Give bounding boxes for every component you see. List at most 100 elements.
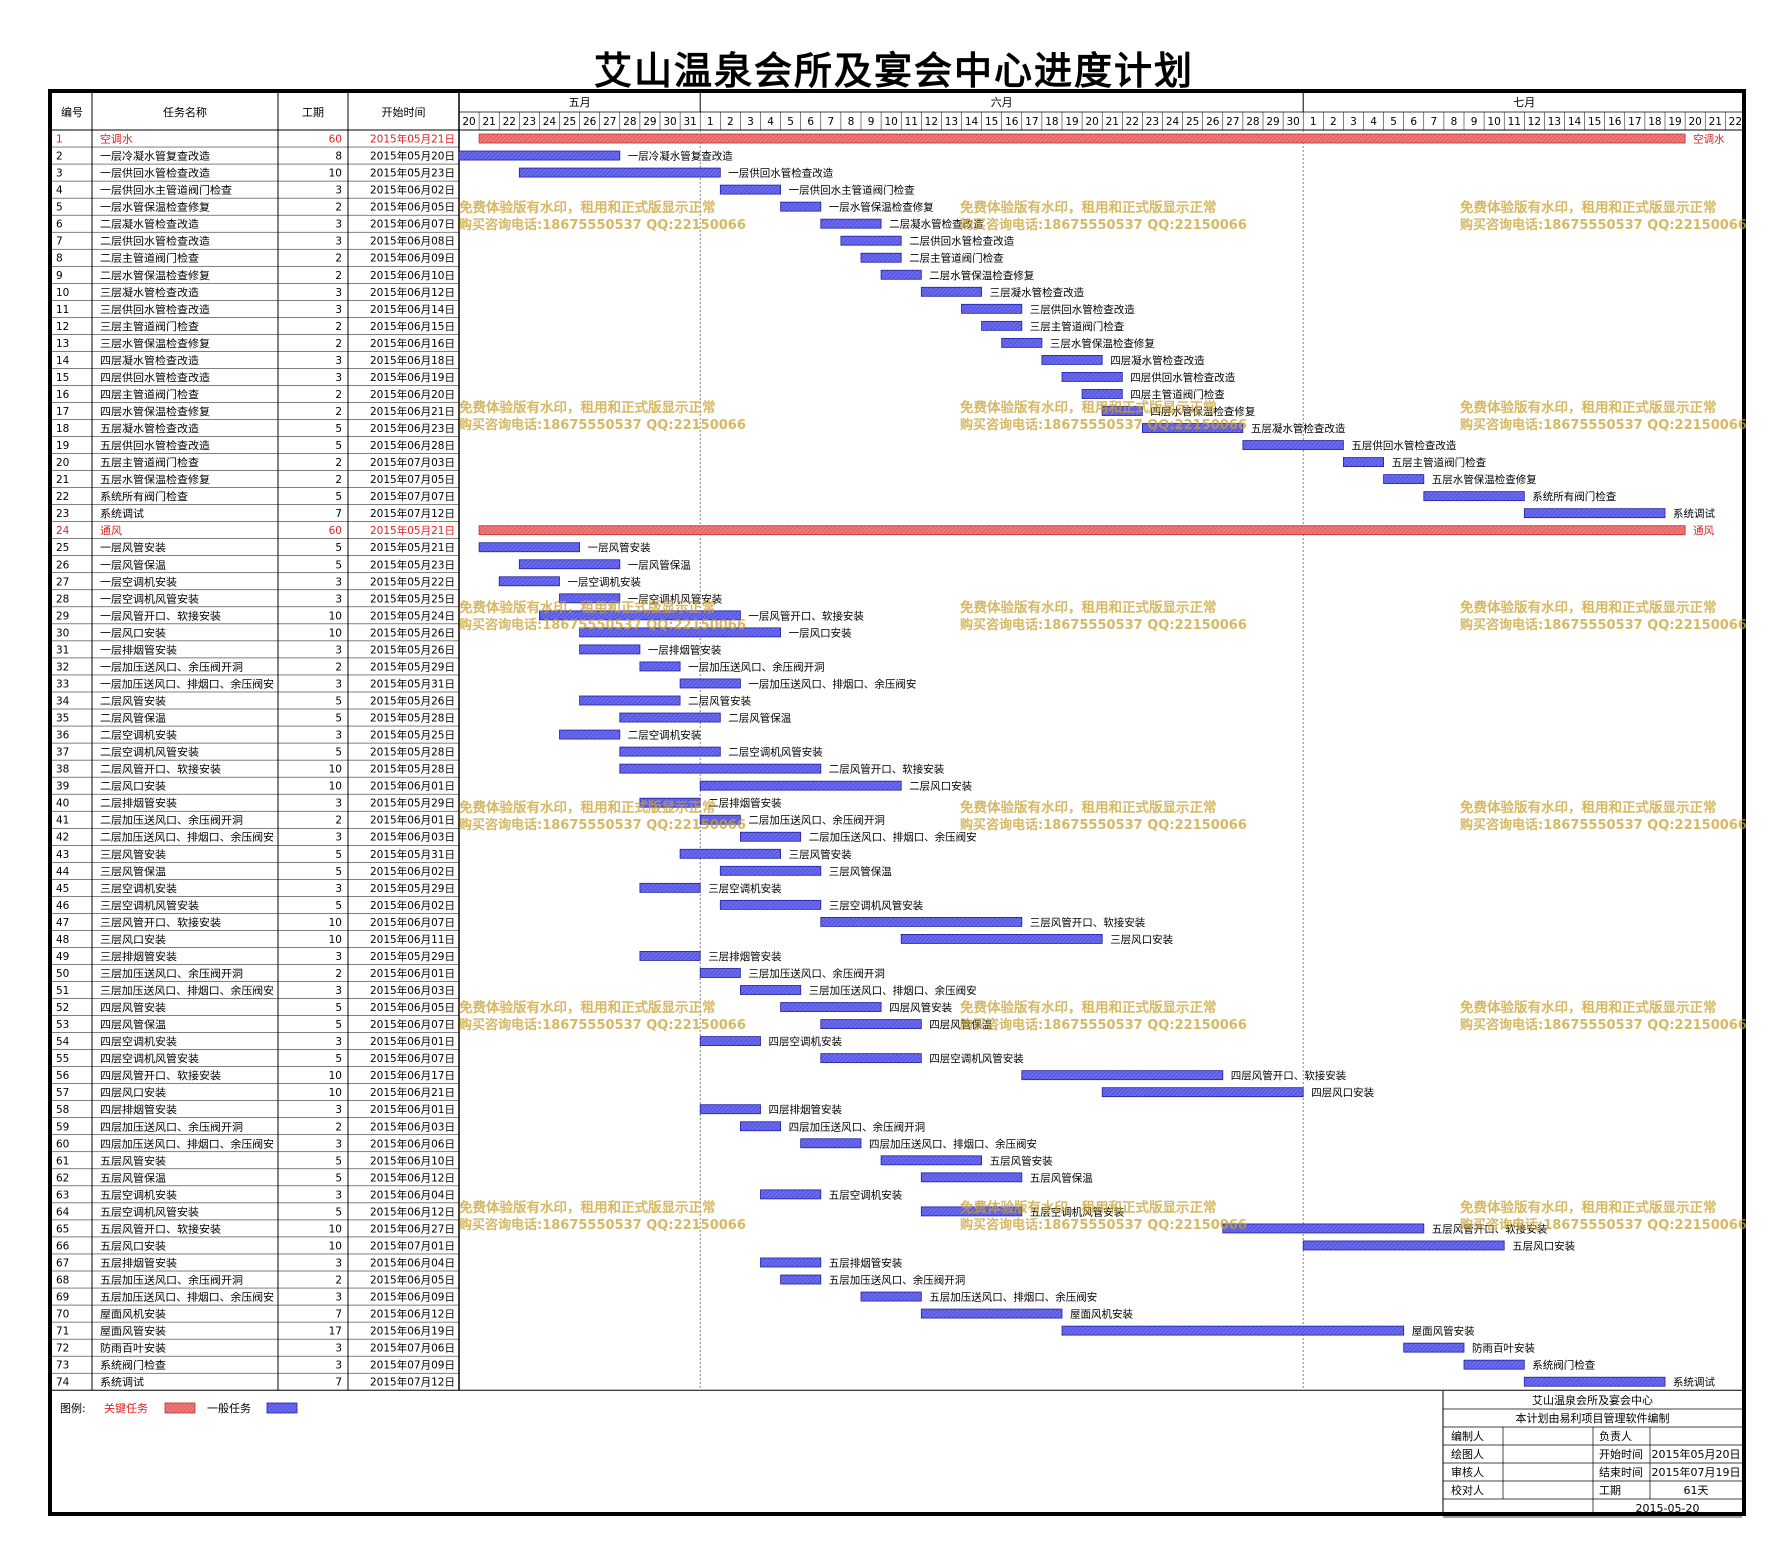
task-bar bbox=[920, 286, 982, 297]
info-software: 本计划由易利项目管理软件编制 bbox=[1516, 1411, 1670, 1425]
task-start: 2015年06月01日 bbox=[370, 780, 455, 793]
info-label: 编制人 bbox=[1451, 1429, 1484, 1443]
task-bar-label: 一层供回水主管道阀门检查 bbox=[789, 184, 915, 197]
month-label: 六月 bbox=[991, 96, 1013, 109]
task-bar bbox=[559, 593, 621, 604]
task-duration: 5 bbox=[335, 1019, 342, 1031]
task-name: 四层风管保温 bbox=[100, 1018, 167, 1031]
task-duration: 5 bbox=[335, 713, 342, 725]
day-label: 3 bbox=[747, 116, 754, 128]
task-bar bbox=[920, 1206, 1023, 1217]
task-id: 42 bbox=[56, 832, 69, 844]
day-label: 27 bbox=[603, 116, 616, 128]
task-name: 二层水管保温检查修复 bbox=[100, 269, 211, 282]
task-bar bbox=[820, 916, 1023, 927]
task-bar bbox=[619, 763, 822, 774]
task-bar-label: 三层风口安装 bbox=[1110, 933, 1173, 946]
day-label: 11 bbox=[905, 116, 918, 128]
info-label: 开始时间 bbox=[1599, 1447, 1643, 1461]
task-start: 2015年05月31日 bbox=[370, 848, 455, 861]
task-bar-label: 二层风管安装 bbox=[688, 695, 751, 708]
watermark-line: 免费体验版有水印，租用和正式版显示正常 bbox=[459, 999, 716, 1016]
info-label: 绘图人 bbox=[1451, 1447, 1484, 1461]
task-duration: 2 bbox=[335, 1275, 342, 1287]
task-name: 五层风管安装 bbox=[100, 1154, 167, 1167]
watermark-line: 购买咨询电话:18675550537 QQ:22150066 bbox=[960, 617, 1247, 633]
task-name: 三层风管保温 bbox=[100, 865, 167, 878]
task-id: 28 bbox=[56, 593, 69, 605]
watermark-line: 免费体验版有水印，租用和正式版显示正常 bbox=[459, 799, 716, 816]
task-name: 三层主管道阀门检查 bbox=[100, 320, 200, 333]
task-duration: 3 bbox=[335, 1189, 342, 1201]
task-start: 2015年06月28日 bbox=[370, 439, 455, 452]
task-name: 系统阀门检查 bbox=[100, 1359, 167, 1372]
task-start: 2015年06月16日 bbox=[370, 337, 455, 350]
task-bar-label: 二层风口安装 bbox=[909, 780, 972, 793]
task-bar-label: 五层加压送风口、余压阀开洞 bbox=[829, 1274, 966, 1287]
task-id: 26 bbox=[56, 559, 70, 571]
task-bar-label: 二层风管保温 bbox=[728, 712, 791, 725]
task-duration: 3 bbox=[335, 883, 342, 895]
task-bar-label: 五层排烟管安装 bbox=[829, 1256, 903, 1269]
day-label: 26 bbox=[1206, 116, 1220, 128]
task-start: 2015年05月29日 bbox=[370, 882, 455, 895]
task-id: 67 bbox=[56, 1257, 69, 1269]
task-start: 2015年06月09日 bbox=[370, 252, 455, 265]
info-value: 2015年07月19日 bbox=[1652, 1465, 1741, 1479]
task-bar bbox=[800, 1138, 862, 1149]
day-label: 11 bbox=[1508, 116, 1521, 128]
task-duration: 8 bbox=[335, 151, 342, 163]
task-duration: 5 bbox=[335, 866, 342, 878]
task-name: 四层凝水管检查改造 bbox=[100, 354, 200, 367]
day-label: 7 bbox=[1431, 116, 1438, 128]
task-bar bbox=[920, 1172, 1023, 1183]
task-bar bbox=[981, 320, 1023, 331]
task-id: 61 bbox=[56, 1155, 69, 1167]
task-bar-label: 四层空调机风管安装 bbox=[929, 1052, 1024, 1065]
watermark-line: 免费体验版有水印，租用和正式版显示正常 bbox=[960, 399, 1217, 416]
page-title: 艾山温泉会所及宴会中心进度计划 bbox=[593, 48, 1194, 93]
task-bar-label: 系统所有阀门检查 bbox=[1532, 490, 1616, 503]
task-name: 二层风管开口、软接安装 bbox=[100, 763, 222, 776]
day-label: 29 bbox=[643, 116, 656, 128]
task-bar bbox=[699, 814, 741, 825]
day-label: 12 bbox=[1528, 116, 1541, 128]
task-name: 防雨百叶安装 bbox=[100, 1342, 167, 1355]
day-label: 22 bbox=[503, 116, 516, 128]
task-duration: 3 bbox=[335, 730, 342, 742]
task-bar bbox=[498, 576, 560, 587]
task-bar-label: 三层风管保温 bbox=[829, 865, 892, 878]
task-id: 35 bbox=[56, 713, 69, 725]
task-duration: 7 bbox=[335, 1309, 342, 1321]
task-name: 四层加压送风口、余压阀开洞 bbox=[100, 1120, 243, 1133]
task-bar bbox=[518, 559, 621, 570]
task-id: 25 bbox=[56, 542, 69, 554]
task-duration: 2 bbox=[335, 321, 342, 333]
task-duration: 3 bbox=[335, 1292, 342, 1304]
info-value: 61天 bbox=[1684, 1484, 1709, 1497]
task-bar-label: 三层风管开口、软接安装 bbox=[1030, 916, 1146, 929]
task-name: 二层主管道阀门检查 bbox=[100, 252, 200, 265]
task-bar bbox=[780, 201, 822, 212]
day-label: 21 bbox=[482, 116, 495, 128]
task-id: 50 bbox=[56, 968, 69, 980]
task-bar-label: 二层排烟管安装 bbox=[708, 797, 782, 810]
task-bar bbox=[1423, 491, 1525, 502]
task-duration: 2 bbox=[335, 661, 342, 673]
task-duration: 10 bbox=[329, 1240, 342, 1252]
day-label: 20 bbox=[1688, 116, 1701, 128]
task-id: 73 bbox=[56, 1360, 69, 1372]
task-duration: 10 bbox=[329, 764, 342, 776]
task-name: 五层凝水管检查改造 bbox=[100, 422, 200, 435]
task-duration: 2 bbox=[335, 815, 342, 827]
task-name: 五层风口安装 bbox=[100, 1239, 167, 1252]
task-name: 五层空调机安装 bbox=[100, 1188, 178, 1201]
task-duration: 3 bbox=[335, 185, 342, 197]
task-name: 屋面风管安装 bbox=[100, 1325, 167, 1338]
task-start: 2015年06月02日 bbox=[370, 865, 455, 878]
task-name: 二层空调机风管安装 bbox=[100, 746, 200, 759]
day-label: 14 bbox=[1568, 116, 1582, 128]
task-duration: 5 bbox=[335, 1053, 342, 1065]
task-bar-label: 四层加压送风口、余压阀开洞 bbox=[789, 1120, 926, 1133]
watermark-line: 免费体验版有水印，租用和正式版显示正常 bbox=[1460, 999, 1717, 1016]
